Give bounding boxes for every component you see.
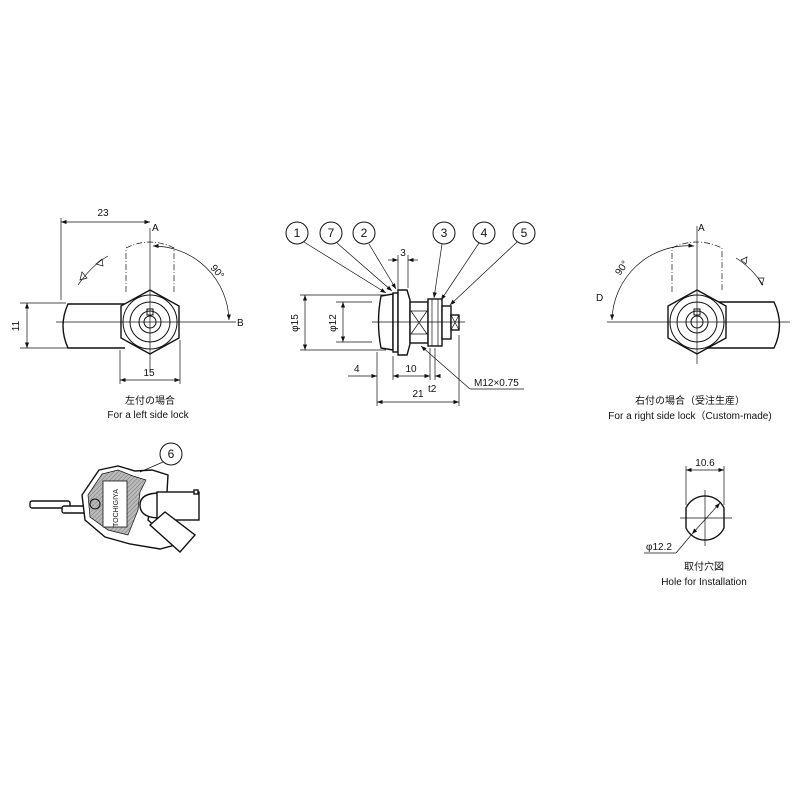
dim-4: 4 [354,364,360,375]
callout-5: 5 [512,221,536,245]
callout-6 [159,442,183,466]
dim-15: 15 [143,368,155,379]
thread-spec: M12×0.75 [474,378,519,389]
dim-3: 3 [400,248,406,259]
dim-23: 23 [97,208,109,219]
callout-6-label: 6 [168,447,175,461]
svg-text:3: 3 [441,226,448,240]
callout-3: 3 [432,221,456,245]
dim-phi12-2: φ12.2 [646,542,672,553]
right-side-lock-view: A 90° D 右付の場合（受注生産） For a right side loc… [596,223,790,422]
label-a: A [152,223,159,234]
svg-text:2: 2 [361,226,368,240]
label-b: B [237,318,244,329]
svg-text:1: 1 [294,226,301,240]
caption-jp: 取付穴図 [684,560,724,573]
svg-text:4: 4 [481,226,488,240]
dim-t2: t2 [428,384,437,395]
label-d: D [596,293,603,304]
caption-en: Hole for Installation [661,577,747,588]
angle-90: 90° [208,263,226,282]
caption-en: For a left side lock [107,410,189,421]
dim-21: 21 [412,389,424,400]
installation-hole: 10.6 φ12.2 取付穴図 Hole for Installation [644,458,747,588]
callout-2: 2 [352,221,376,245]
dim-10-6: 10.6 [695,458,715,469]
left-side-lock-view: 23 A 90° B 11 15 左付の場合 For a left side l… [11,208,244,421]
key-illustration: TOCHIGIYA 6 [29,442,200,553]
flange [397,289,411,356]
label-a: A [698,223,705,234]
side-view: 1 7 2 3 4 5 3 φ15 [285,221,536,406]
callout-1: 1 [285,221,309,245]
caption-en: For a right side lock（Custom-made) [608,410,771,422]
dim-10: 10 [405,364,417,375]
caption-jp: 左付の場合 [125,394,175,407]
callout-7: 7 [319,221,343,245]
dim-11: 11 [11,320,22,331]
rotation-arrow-icon [77,255,109,286]
dim-phi15: φ15 [290,314,301,332]
svg-text:7: 7 [328,226,335,240]
dim-phi12: φ12 [328,314,339,332]
callout-4: 4 [472,221,496,245]
rotation-arrow-icon [735,257,764,286]
svg-text:5: 5 [521,226,528,240]
cam-bar [62,303,125,349]
key-brand: TOCHIGIYA [113,489,120,527]
caption-jp: 右付の場合（受注生産） [635,394,745,407]
nut [427,298,443,347]
